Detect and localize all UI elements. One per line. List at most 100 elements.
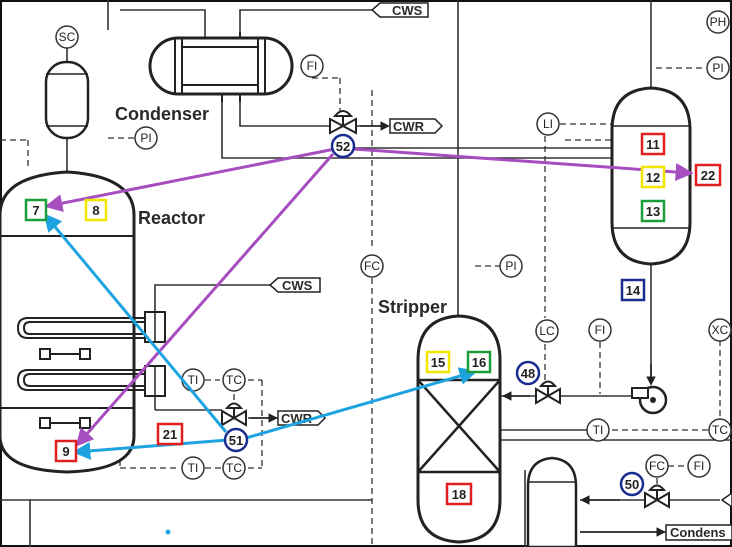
arrow-51-to-7 (43, 213, 228, 433)
marker-7: 7 (24, 198, 48, 222)
knockout-drum (44, 60, 90, 140)
cwr-reactor-valve (221, 402, 247, 427)
marker-9: 9 (54, 439, 78, 463)
cws-reactor-label: CWS (282, 278, 313, 293)
pi-top-right-instrument (706, 56, 730, 80)
pi-reactor-instrument (134, 126, 158, 150)
marker-15: 15 (425, 350, 451, 374)
li-instrument (536, 112, 560, 136)
pi-top-right-label: PI (712, 61, 723, 75)
tc-reactor-label: TC (226, 373, 242, 387)
sc-label: SC (59, 30, 76, 44)
svg-text:14: 14 (626, 283, 641, 298)
fi-condenser-label: FI (307, 59, 318, 73)
reboiler-drum (526, 456, 578, 547)
svg-text:52: 52 (336, 139, 350, 154)
pi-reactor-label: PI (140, 131, 151, 145)
valve-id-51: 51 (223, 427, 249, 453)
tc-reactor-instrument (222, 368, 246, 392)
marker-11: 11 (640, 132, 666, 156)
fc-right-instrument (645, 454, 669, 478)
condensate-tag (665, 524, 732, 541)
valve-id-52: 52 (330, 133, 356, 159)
svg-text:12: 12 (646, 170, 660, 185)
pi-stripper-instrument (499, 254, 523, 278)
marker-8: 8 (84, 198, 108, 222)
arrow-52-to-7 (44, 146, 341, 213)
svg-text:15: 15 (431, 355, 445, 370)
arrow-51-to-16 (245, 367, 478, 440)
valve-id-48: 48 (515, 360, 541, 386)
condensate-label: Condens (670, 525, 726, 540)
marker-16: 16 (466, 350, 492, 374)
marker-21: 21 (156, 422, 184, 446)
fi-stripper-instrument (588, 318, 612, 342)
ph-instrument (706, 10, 730, 34)
svg-text:48: 48 (521, 366, 535, 381)
cws-top-tag (370, 2, 429, 18)
ti-bottom-label: TI (188, 461, 199, 475)
ti-right-label: TI (593, 423, 604, 437)
condenser-label: Condenser (115, 104, 209, 124)
fi-right-label: FI (694, 459, 705, 473)
marker-14: 14 (620, 278, 646, 302)
cws-top-label: CWS (392, 3, 423, 18)
svg-text:18: 18 (452, 487, 466, 502)
ti-reactor-label: TI (188, 373, 199, 387)
arrow-52-to-9 (75, 153, 335, 447)
svg-text:16: 16 (472, 355, 486, 370)
stray-dot (165, 529, 171, 535)
stripper-feed-valve (535, 380, 561, 405)
cwr-top-label: CWR (393, 119, 425, 134)
fc-mid-label: FC (364, 259, 380, 273)
lc-instrument (535, 319, 559, 343)
svg-text:51: 51 (229, 433, 243, 448)
pi-stripper-label: PI (505, 259, 516, 273)
svg-text:9: 9 (62, 444, 69, 459)
fc-mid-instrument (360, 254, 384, 278)
marker-18: 18 (445, 482, 473, 506)
lc-label: LC (539, 324, 555, 338)
li-label: LI (543, 117, 553, 131)
fi-right-instrument (687, 454, 711, 478)
svg-text:50: 50 (625, 477, 639, 492)
stripper-vessel (416, 314, 502, 544)
tc-bottom-instrument (222, 456, 246, 480)
sc-instrument (55, 25, 79, 49)
ti-right-instrument (586, 418, 610, 442)
ph-label: PH (710, 15, 727, 29)
stripper-label: Stripper (378, 297, 447, 317)
cwr-reactor-tag (277, 410, 327, 426)
xc-label: XC (712, 323, 729, 337)
tc-right-label: TC (712, 423, 728, 437)
arrow-51-to-9 (72, 438, 229, 460)
reactor-label: Reactor (138, 208, 205, 228)
svg-text:7: 7 (32, 203, 39, 218)
ti-bottom-instrument (181, 456, 205, 480)
steam-valve (644, 484, 670, 509)
fc-right-label: FC (649, 459, 665, 473)
cwr-valve (329, 110, 357, 135)
marker-12: 12 (640, 165, 666, 189)
fi-stripper-label: FI (595, 323, 606, 337)
link-arrows (43, 146, 694, 460)
reactor-coils (16, 317, 145, 391)
svg-text:21: 21 (163, 427, 177, 442)
arrow-52-to-22 (339, 146, 694, 181)
cws-reactor-tag (268, 277, 321, 293)
cwr-top-tag (389, 118, 444, 134)
xc-instrument (708, 318, 732, 342)
tc-right-instrument (708, 418, 732, 442)
marker-22: 22 (694, 163, 722, 187)
svg-text:8: 8 (92, 203, 99, 218)
svg-text:11: 11 (646, 137, 660, 152)
svg-text:22: 22 (701, 168, 715, 183)
marker-13: 13 (640, 199, 666, 223)
fi-condenser-instrument (300, 54, 324, 78)
svg-text:13: 13 (646, 204, 660, 219)
valve-id-50: 50 (619, 471, 645, 497)
agitator (39, 348, 91, 429)
tc-bottom-label: TC (226, 461, 242, 475)
